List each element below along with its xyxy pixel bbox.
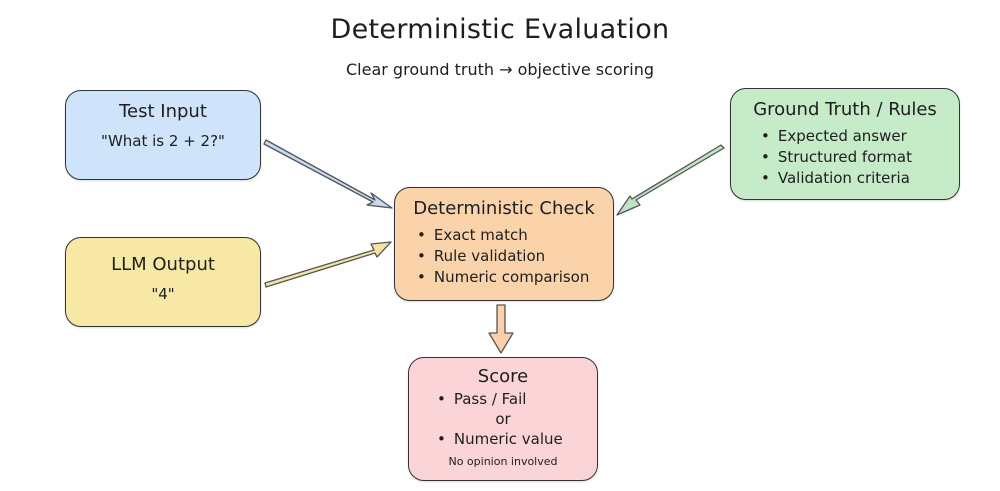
node-test-input: Test Input "What is 2 + 2?": [65, 90, 261, 180]
node-llm-output-title: LLM Output: [111, 254, 215, 275]
list-item: Rule validation: [417, 246, 613, 267]
list-item: Numeric comparison: [417, 267, 613, 288]
arrow-test-input-to-check: [263, 139, 393, 209]
node-score: Score Pass / Fail or Numeric value No op…: [408, 357, 598, 481]
node-check-title: Deterministic Check: [413, 198, 595, 219]
diagram-subtitle: Clear ground truth → objective scoring: [346, 60, 654, 79]
list-item: Structured format: [761, 147, 959, 168]
node-ground-truth-title: Ground Truth / Rules: [753, 99, 937, 120]
list-item: Numeric value: [437, 429, 597, 449]
node-ground-truth: Ground Truth / Rules Expected answer Str…: [730, 88, 960, 200]
node-score-title: Score: [477, 366, 529, 387]
arrow-llm-output-to-check: [264, 241, 392, 288]
node-score-list-a: Pass / Fail: [409, 389, 597, 409]
list-item: Pass / Fail: [437, 389, 597, 409]
arrow-ground-truth-to-check: [616, 144, 725, 216]
node-score-list-b: Numeric value: [409, 429, 597, 449]
node-test-input-text: "What is 2 + 2?": [101, 132, 225, 150]
node-llm-output-text: "4": [151, 285, 175, 303]
diagram-title: Deterministic Evaluation: [330, 14, 670, 45]
arrow-check-to-score: [488, 304, 514, 354]
list-item: Exact match: [417, 225, 613, 246]
node-ground-truth-list: Expected answer Structured format Valida…: [731, 126, 959, 189]
list-item: Validation criteria: [761, 168, 959, 189]
node-score-separator: or: [495, 410, 511, 428]
list-item: Expected answer: [761, 126, 959, 147]
node-check-list: Exact match Rule validation Numeric comp…: [395, 225, 613, 288]
node-score-note: No opinion involved: [448, 455, 558, 468]
node-test-input-title: Test Input: [119, 101, 207, 122]
node-deterministic-check: Deterministic Check Exact match Rule val…: [394, 187, 614, 301]
node-llm-output: LLM Output "4": [65, 237, 261, 327]
